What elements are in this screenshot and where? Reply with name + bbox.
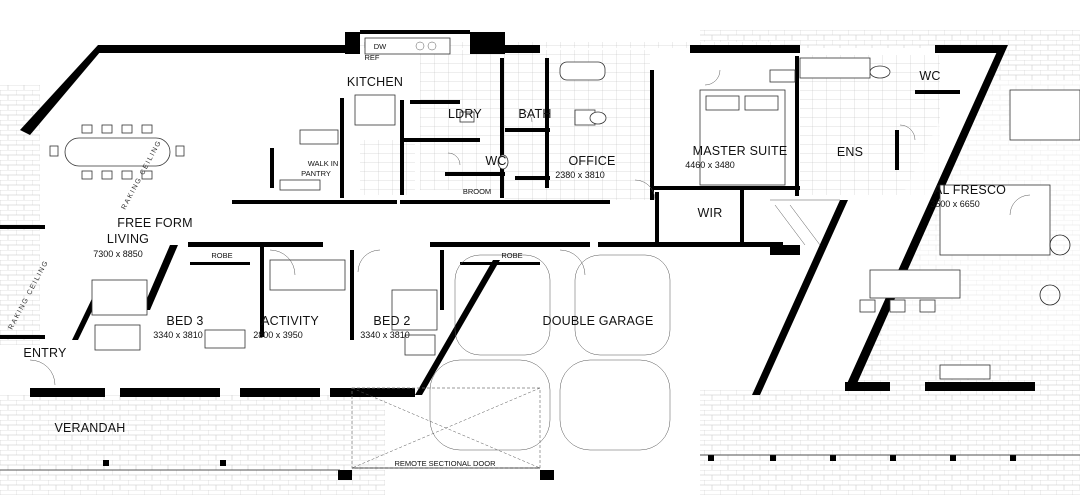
bath-label: BATH bbox=[518, 107, 551, 121]
ldry-label: LDRY bbox=[448, 107, 482, 121]
office-dim: 2380 x 3810 bbox=[555, 170, 605, 180]
bed-2-label: BED 2 bbox=[373, 314, 410, 328]
double-garage-label: DOUBLE GARAGE bbox=[543, 314, 654, 328]
office-label: OFFICE bbox=[568, 154, 615, 168]
bath-fixtures bbox=[459, 61, 891, 170]
kitchen-label: KITCHEN bbox=[347, 75, 403, 89]
living-label-line2: LIVING bbox=[107, 232, 149, 246]
verandah-paving bbox=[0, 395, 385, 495]
kitchen-benches bbox=[279, 37, 451, 191]
broom-label: BROOM bbox=[463, 187, 491, 196]
robe-1-label: ROBE bbox=[211, 251, 232, 260]
wc-mid-label: WC bbox=[485, 154, 506, 168]
walk-in-pantry-line2: PANTRY bbox=[301, 169, 331, 178]
wc-top-label: WC bbox=[919, 69, 940, 83]
activity-furniture bbox=[269, 259, 346, 291]
ens-label: ENS bbox=[837, 145, 863, 159]
master-suite-dim: 4460 x 3480 bbox=[685, 160, 735, 170]
verandah-label: VERANDAH bbox=[54, 421, 125, 435]
garage-door bbox=[351, 387, 541, 469]
al-fresco-dim: 3500 x 6650 bbox=[930, 199, 980, 209]
living-label-line1: FREE FORM bbox=[117, 216, 192, 230]
master-bed bbox=[699, 57, 871, 186]
remote-door-label: REMOTE SECTIONAL DOOR bbox=[395, 459, 497, 468]
activity-label: ACTIVITY bbox=[261, 314, 319, 328]
bed-2-dim: 3340 x 3810 bbox=[360, 330, 410, 340]
robe-2-label: ROBE bbox=[501, 251, 522, 260]
door-swings bbox=[29, 69, 1031, 386]
verandah-posts bbox=[103, 455, 1016, 466]
garage-cars bbox=[429, 254, 671, 451]
living-dim: 7300 x 8850 bbox=[93, 249, 143, 259]
walk-in-pantry-line1: WALK IN bbox=[308, 159, 339, 168]
dining-table bbox=[49, 124, 185, 180]
walls bbox=[0, 30, 1035, 480]
bed-2-furniture bbox=[391, 289, 438, 356]
master-suite-label: MASTER SUITE bbox=[693, 144, 788, 158]
entry-label: ENTRY bbox=[23, 346, 67, 360]
activity-dim: 2800 x 3950 bbox=[253, 330, 303, 340]
wir-label: WIR bbox=[698, 206, 723, 220]
bed-3-label: BED 3 bbox=[166, 314, 203, 328]
wir-shelving bbox=[770, 199, 840, 246]
bed-3-dim: 3340 x 3810 bbox=[153, 330, 203, 340]
al-fresco-label: AL FRESCO bbox=[934, 183, 1006, 197]
dw-label: DW bbox=[374, 42, 387, 51]
ref-label: REF bbox=[365, 53, 380, 62]
al-fresco-furniture bbox=[859, 89, 1080, 380]
bed-3-furniture bbox=[91, 279, 246, 351]
